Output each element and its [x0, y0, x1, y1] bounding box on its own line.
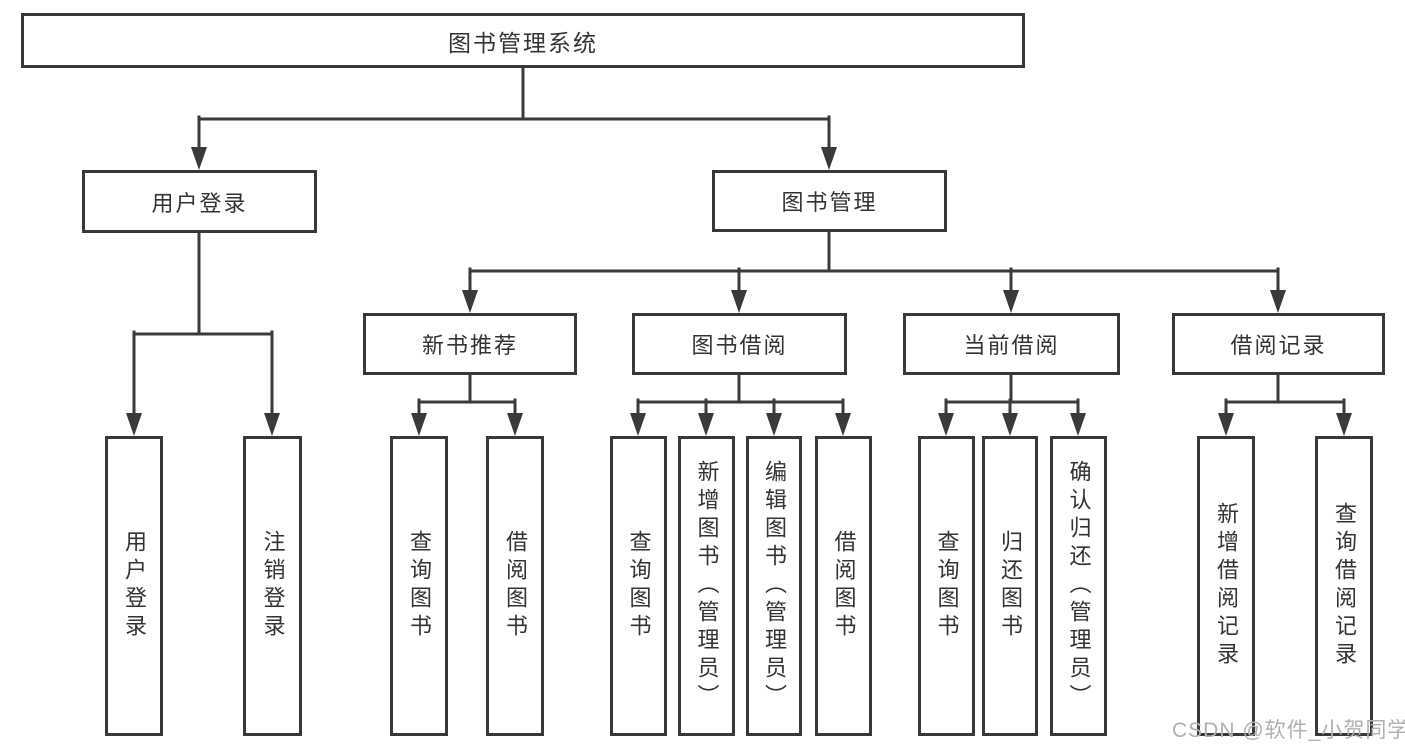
leaf-current-query-books: 查询图书 — [918, 436, 975, 736]
leaf-current-return-books: 归还图书 — [982, 436, 1038, 736]
leaf-records-query-record: 查询借阅记录 — [1315, 436, 1373, 736]
node-new-book-recommend: 新书推荐 — [363, 313, 577, 375]
node-book-borrowing: 图书借阅 — [632, 313, 847, 375]
node-root-system: 图书管理系统 — [21, 13, 1025, 68]
leaf-current-confirm-return-admin: 确认归还（管理员） — [1050, 436, 1107, 736]
connector-paths — [132, 66, 1346, 419]
leaf-newbook-query-books: 查询图书 — [390, 436, 448, 736]
leaf-user-login: 用户登录 — [105, 436, 163, 736]
leaf-borrow-query-books: 查询图书 — [610, 436, 667, 736]
csdn-watermark: CSDN @软件_小贺同学 — [1172, 719, 1405, 742]
leaf-records-add-record: 新增借阅记录 — [1197, 436, 1255, 736]
node-user-login: 用户登录 — [82, 170, 317, 233]
node-book-management: 图书管理 — [712, 170, 947, 232]
leaf-borrow-add-book-admin: 新增图书（管理员） — [678, 436, 735, 736]
leaf-borrow-edit-book-admin: 编辑图书（管理员） — [746, 436, 802, 736]
node-borrow-records: 借阅记录 — [1172, 313, 1385, 375]
arrowhead-icons — [126, 147, 1352, 436]
leaf-borrow-borrow-books: 借阅图书 — [815, 436, 872, 736]
leaf-newbook-borrow-books: 借阅图书 — [486, 436, 544, 736]
node-current-borrowing: 当前借阅 — [903, 313, 1120, 375]
leaf-logout: 注销登录 — [243, 436, 302, 736]
